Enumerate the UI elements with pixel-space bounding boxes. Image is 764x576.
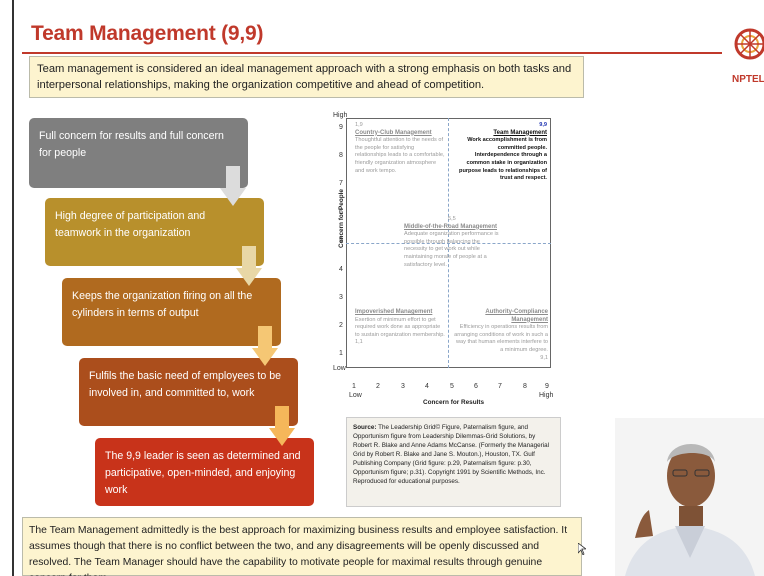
step-2: High degree of participation and teamwor… (45, 198, 264, 266)
cell-title: Impoverished Management (355, 309, 433, 315)
x-tick: 7 (498, 383, 502, 390)
slide-left-border (12, 0, 14, 576)
cell-text: Exertion of minimum effort to get requir… (355, 316, 445, 338)
coord-label: 9,1 (540, 354, 548, 361)
step-3: Keeps the organization firing on all the… (62, 278, 281, 346)
y-low-label: Low (333, 365, 346, 372)
grid-cell-team-management: 9,9 Team Management Work accomplishment … (455, 122, 547, 183)
cell-title: Authority-Compliance Management (485, 309, 548, 323)
y-tick: 8 (339, 152, 343, 159)
cell-text: Efficiency in operations results from ar… (454, 324, 548, 353)
step-4: Fulfils the basic need of employees to b… (79, 358, 298, 426)
source-label: Source: (353, 424, 377, 431)
mouse-cursor-icon (578, 543, 586, 555)
step-1: Full concern for results and full concer… (29, 118, 248, 188)
coord-label: 5,5 (448, 216, 456, 222)
arrow-down-icon (269, 406, 295, 446)
x-tick: 5 (450, 383, 454, 390)
source-box: Source: The Leadership Grid© Figure, Pat… (346, 417, 561, 507)
grid-cell-middle-of-road: 5,5 Middle-of-the-Road Management Adequa… (404, 216, 500, 269)
y-tick: 7 (339, 180, 343, 187)
x-tick: 6 (474, 383, 478, 390)
x-tick: 2 (376, 383, 380, 390)
cell-title: Country-Club Management (355, 129, 432, 136)
title-underline (22, 52, 722, 54)
intro-callout: Team management is considered an ideal m… (29, 56, 584, 98)
y-tick: 3 (339, 294, 343, 301)
nptel-logo-text: NPTEL (732, 74, 764, 85)
y-tick: 2 (339, 322, 343, 329)
arrow-down-icon (252, 326, 278, 366)
y-axis-label: Concern for People (337, 189, 345, 248)
y-tick: 1 (339, 350, 343, 357)
x-tick: 3 (401, 383, 405, 390)
y-high-label: High (333, 112, 348, 119)
arrow-down-icon (236, 246, 262, 286)
coord-label: 1,1 (355, 339, 363, 346)
y-tick: 4 (339, 266, 343, 273)
y-tick: 9 (339, 124, 343, 131)
y-tick: 6 (339, 209, 343, 216)
footer-callout: The Team Management admittedly is the be… (22, 517, 582, 576)
slide-title: Team Management (9,9) (31, 22, 264, 45)
cell-title: Middle-of-the-Road Management (404, 223, 497, 230)
grid-cell-impoverished: Impoverished Management Exertion of mini… (355, 309, 445, 347)
x-axis-label: Concern for Results (423, 399, 485, 406)
cell-text: Adequate organization performance is pos… (404, 231, 499, 268)
cell-text: Thoughtful attention to the needs of the… (355, 137, 445, 174)
coord-label: 9,9 (539, 122, 547, 128)
cell-text: Work accomplishment is from committed pe… (459, 137, 547, 182)
x-tick: 1 (352, 383, 356, 390)
presenter-video (615, 418, 764, 576)
y-tick: 5 (339, 237, 343, 244)
x-tick: 9 (545, 383, 549, 390)
grid-cell-authority-compliance: Authority-Compliance Management Efficien… (452, 309, 548, 362)
x-tick: 4 (425, 383, 429, 390)
x-tick: 8 (523, 383, 527, 390)
x-high-label: High (539, 392, 554, 399)
source-text: The Leadership Grid© Figure, Paternalism… (353, 424, 549, 485)
nptel-logo-icon (734, 28, 764, 60)
arrow-down-icon (220, 166, 246, 206)
grid-midline-horizontal (346, 243, 551, 244)
cell-title: Team Management (493, 129, 547, 136)
grid-cell-country-club: 1,9 Country-Club Management Thoughtful a… (355, 122, 445, 175)
step-5: The 9,9 leader is seen as determined and… (95, 438, 314, 506)
coord-label: 1,9 (355, 122, 363, 128)
x-low-label: Low (349, 392, 362, 399)
